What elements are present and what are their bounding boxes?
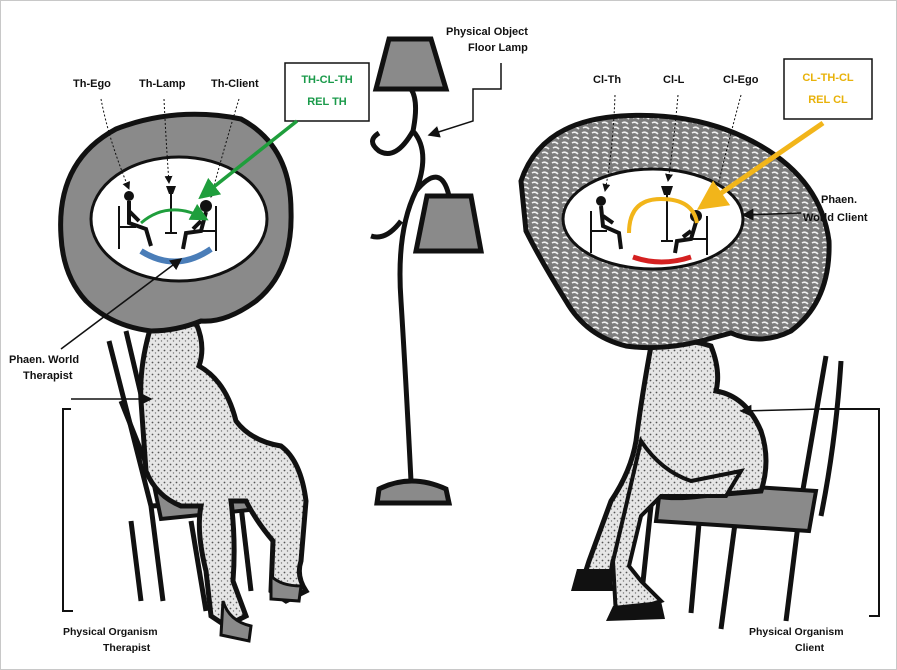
label-cl-l: Cl-L [663,74,685,86]
label-cl-th: Cl-Th [593,74,621,86]
label-th-ego: Th-Ego [73,78,111,90]
label-cl-ego: Cl-Ego [723,74,759,86]
client-body [581,341,766,586]
therapist-organism-bracket [63,409,73,611]
therapist-relation-box [285,63,369,121]
client-organism-bracket [821,409,879,616]
label-phaen-client-1: Phaen. [821,194,857,206]
label-physical-object-2: Floor Lamp [468,42,528,54]
therapist-box-line2: REL TH [307,96,347,108]
label-organism-client-1: Physical Organism [749,626,844,638]
client-relation-box [784,59,872,119]
label-organism-therapist-2: Therapist [103,642,151,654]
client-box-line1: CL-TH-CL [802,72,854,84]
label-phaen-therapist-2: Therapist [23,370,73,382]
label-organism-therapist-1: Physical Organism [63,626,158,638]
label-phaen-client-2: World Client [803,212,868,224]
arrow-organism-client [741,409,821,411]
therapist-body [141,319,306,626]
therapist-box-line1: TH-CL-TH [301,74,352,86]
client-shoe-left [571,569,613,591]
client-box-line2: REL CL [808,94,848,106]
label-th-client: Th-Client [211,78,259,90]
label-physical-object-1: Physical Object [446,26,528,38]
label-phaen-therapist-1: Phaen. World [9,354,79,366]
floor-lamp [371,39,481,503]
label-th-lamp: Th-Lamp [139,78,186,90]
label-organism-client-2: Client [795,642,825,654]
